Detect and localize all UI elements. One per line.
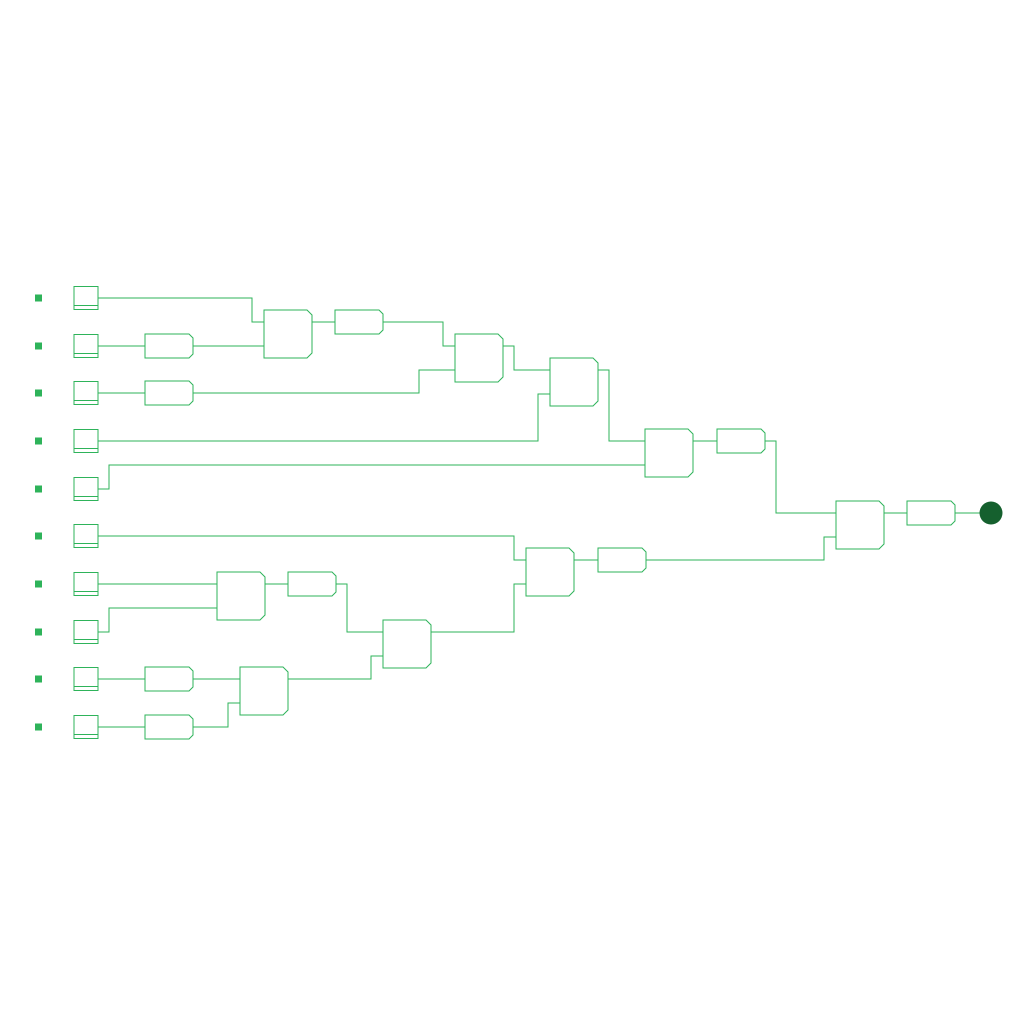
input-marker [35,437,42,445]
input-1 [35,286,99,310]
input-cell [73,477,99,501]
wires [98,297,980,728]
buffer-gate-buf-out [906,500,956,526]
input-cell [73,381,99,405]
input-marker [35,389,42,397]
input-cell [73,286,99,310]
wire-16 [98,607,217,633]
and-gate-and-b [454,333,504,383]
input-cell [73,620,99,644]
input-9 [35,667,99,691]
wire-24 [431,583,526,633]
buffer-gate-buf-2 [144,333,194,359]
and-gate-and-h [525,547,575,597]
and-gate-and-d [644,428,694,478]
wire-26 [646,536,836,561]
wire-18 [336,583,383,633]
input-cell [73,715,99,739]
wire-14 [98,535,526,561]
input-5 [35,477,99,501]
input-marker [35,342,42,350]
wire-23 [288,655,383,680]
input-marker [35,580,42,588]
input-8 [35,620,99,644]
and-gate-and-g [382,619,432,669]
input-marker [35,485,42,493]
input-10 [35,715,99,739]
input-marker [35,628,42,636]
input-7 [35,572,99,596]
buffer-gate-buf-e [287,571,337,597]
input-cell [73,429,99,453]
input-cell [73,334,99,358]
and-gate-and-c [549,357,599,407]
and-gate-and-a [263,309,313,359]
wire-13 [765,440,836,514]
buffer-gate-buf-d [716,428,766,454]
gates [144,309,956,740]
input-3 [35,381,99,405]
wire-9 [98,393,550,442]
buffer-gate-buf-a [334,309,384,335]
output-node [979,501,1003,525]
wire-1 [98,297,264,323]
input-cell [73,667,99,691]
buffer-gate-buf-9 [144,666,194,692]
input-cell [73,572,99,596]
input-marker [35,723,42,731]
input-marker [35,532,42,540]
inputs [35,286,99,739]
input-2 [35,334,99,358]
and-gate-and-out [835,500,885,550]
buffer-gate-buf-h [597,547,647,573]
input-6 [35,524,99,548]
output [979,501,1003,525]
and-gate-and-f [239,666,289,716]
wire-11 [98,464,645,490]
and-gate-and-e [216,571,266,621]
wire-8 [503,345,550,371]
wire-7 [193,369,455,394]
buffer-gate-buf-3 [144,380,194,406]
input-cell [73,524,99,548]
input-marker [35,294,42,302]
wire-5 [383,321,455,347]
input-4 [35,429,99,453]
buffer-gate-buf-10 [144,714,194,740]
wire-10 [598,369,645,442]
wire-22 [193,702,240,728]
input-marker [35,675,42,683]
